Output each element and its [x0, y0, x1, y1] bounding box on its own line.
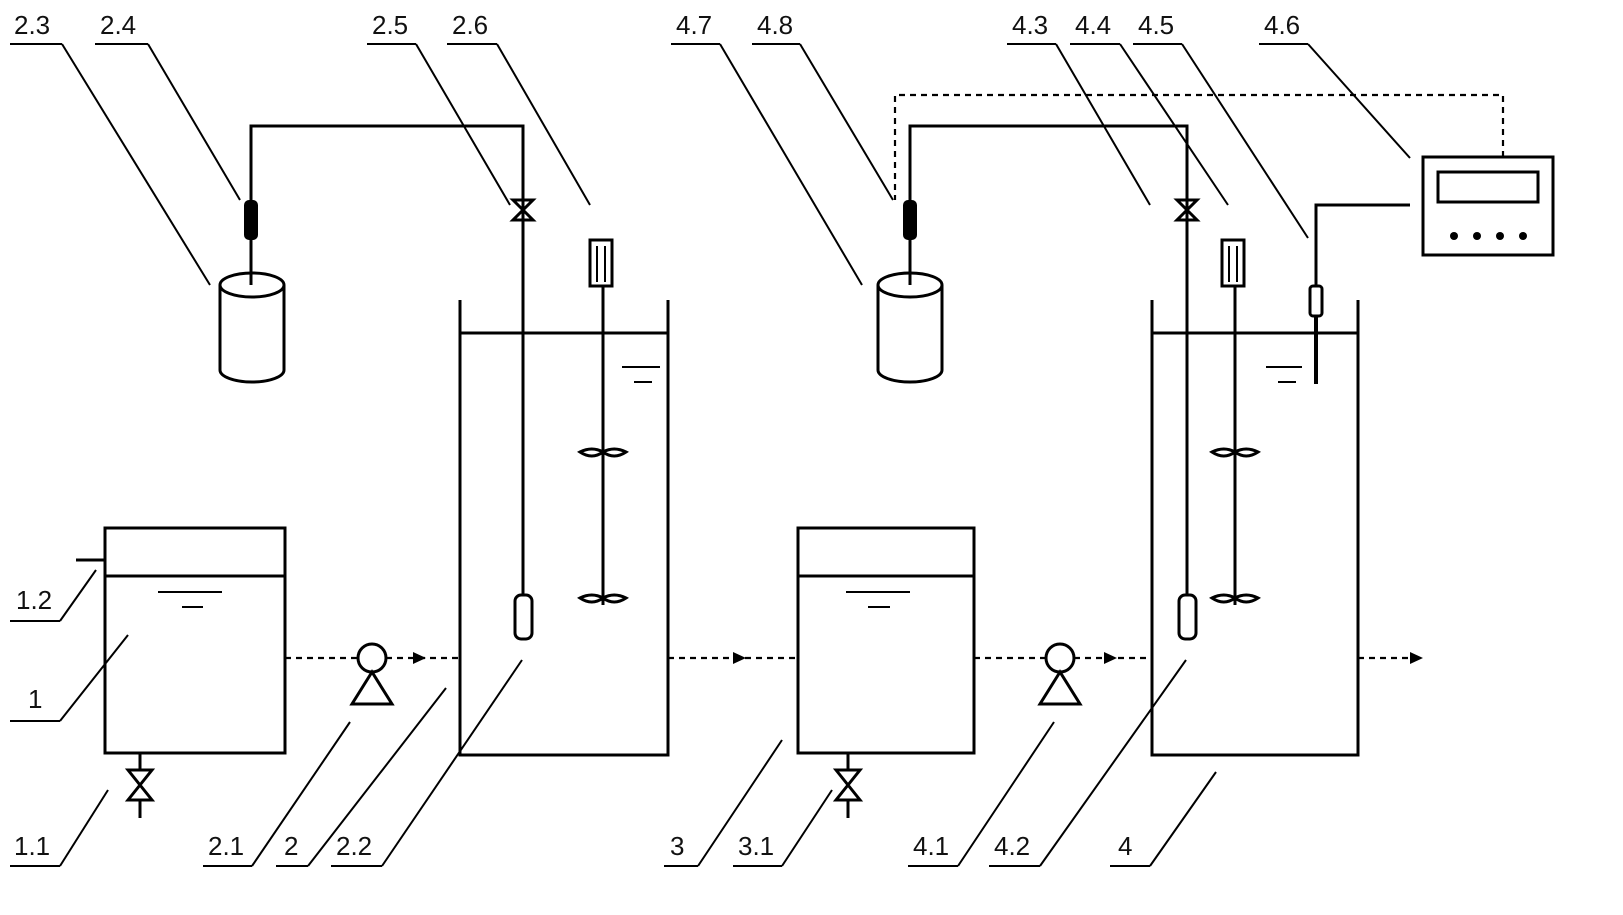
label-4-7: 4.7 [676, 10, 712, 40]
dosing-tank-2-3 [218, 271, 286, 384]
control-signal-line [893, 93, 1505, 200]
leader-line [957, 721, 1055, 867]
label-2-6: 2.6 [452, 10, 488, 40]
leader-line [1181, 43, 1309, 239]
label-group-bottom: 1.2 1 1.1 2.1 2 2.2 3 3.1 4.1 4.2 4 [10, 569, 1217, 867]
label-4: 4 [1118, 831, 1132, 861]
label-3-1: 3.1 [738, 831, 774, 861]
leader-line [1039, 659, 1187, 867]
leader-line [381, 659, 523, 867]
label-2-4: 2.4 [100, 10, 136, 40]
label-4-1: 4.1 [913, 831, 949, 861]
label-group-top: 2.3 2.4 2.5 2.6 4.7 4.8 4.3 4.4 4.5 4.6 [10, 10, 1411, 286]
flow-arrow [413, 652, 426, 664]
leader-line [307, 687, 447, 867]
leader-line [781, 789, 833, 867]
leader-line [61, 43, 211, 286]
label-2-2: 2.2 [336, 831, 372, 861]
flow-arrow [1104, 652, 1117, 664]
feed-tank-1 [76, 526, 287, 755]
leader-line [59, 569, 97, 622]
valve-2-5 [509, 198, 537, 222]
leader-line [251, 721, 351, 867]
label-1-1: 1.1 [14, 831, 50, 861]
leader-line [697, 739, 783, 867]
label-4-3: 4.3 [1012, 10, 1048, 40]
leader-line [799, 43, 894, 201]
leader-line [719, 43, 863, 286]
dosing-pump-2-4 [244, 124, 525, 285]
label-2: 2 [284, 831, 298, 861]
valve-4-3 [1173, 198, 1201, 222]
tank-3 [796, 526, 976, 755]
label-2-1: 2.1 [208, 831, 244, 861]
sensor-probe-4-5 [1308, 203, 1410, 384]
pump-2-1 [349, 642, 395, 706]
pump-4-1 [1037, 642, 1083, 706]
flow-arrow [1410, 652, 1423, 664]
label-1: 1 [28, 684, 42, 714]
label-4-4: 4.4 [1075, 10, 1111, 40]
leader-line [1149, 771, 1217, 867]
valve-3-1 [832, 753, 864, 818]
flow-arrow [733, 652, 746, 664]
leader-line [59, 634, 129, 722]
dosing-pump-4-8 [903, 124, 1189, 285]
controller-4-6 [1421, 155, 1555, 257]
reactor-tank-2 [458, 230, 670, 757]
label-1-2: 1.2 [16, 585, 52, 615]
label-3: 3 [670, 831, 684, 861]
leader-line [496, 43, 591, 206]
label-4-8: 4.8 [757, 10, 793, 40]
label-2-3: 2.3 [14, 10, 50, 40]
label-2-5: 2.5 [372, 10, 408, 40]
reactor-tank-4 [1150, 230, 1360, 757]
leader-line [1307, 43, 1411, 159]
dosing-tank-4-7 [876, 271, 944, 384]
label-4-5: 4.5 [1138, 10, 1174, 40]
leader-line [59, 789, 109, 867]
label-4-6: 4.6 [1264, 10, 1300, 40]
leader-line [147, 43, 241, 201]
label-4-2: 4.2 [994, 831, 1030, 861]
valve-1-1 [124, 753, 156, 818]
